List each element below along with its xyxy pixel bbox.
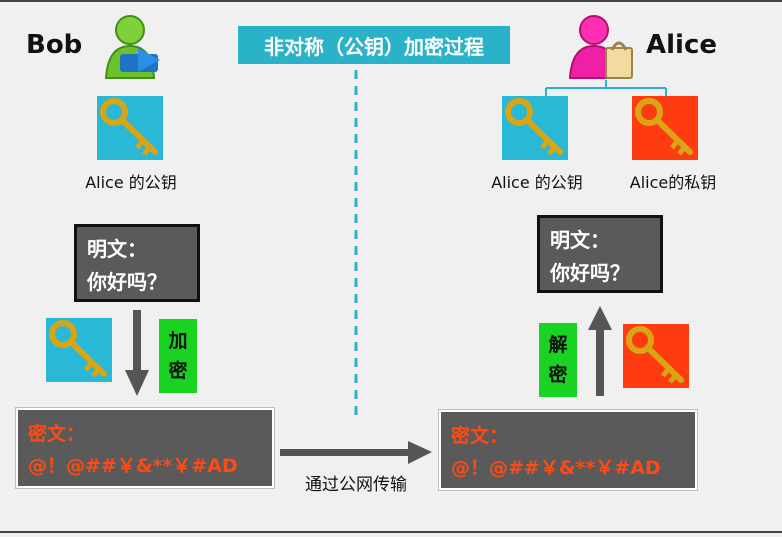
alice-public-key-card	[502, 96, 568, 160]
alice-private-key-caption: Alice的私钥	[629, 173, 717, 192]
user-send-icon	[98, 10, 170, 82]
bob-encrypt-key-card	[46, 318, 112, 382]
golden-key-icon	[626, 326, 684, 384]
decrypt-char-1: 解	[548, 334, 568, 356]
alice-plaintext-box: 明文： 你好吗？	[537, 215, 663, 293]
golden-key-icon	[635, 98, 693, 156]
encrypt-char-1: 加	[168, 330, 188, 352]
alice-ciphertext-value: @！@##￥&**￥#AD	[451, 457, 661, 479]
bob-plaintext-label: 明文：	[87, 237, 147, 261]
golden-key-icon	[49, 320, 107, 378]
decrypt-char-2: 密	[548, 364, 568, 386]
bob-name: Bob	[26, 30, 83, 60]
bob-ciphertext-value: @！@##￥&**￥#AD	[28, 455, 238, 477]
encrypt-char-2: 密	[168, 360, 188, 382]
encrypt-arrow	[125, 310, 149, 396]
transfer-arrow	[280, 441, 432, 464]
alice-plaintext-label: 明文：	[550, 228, 610, 252]
bob-ciphertext-box: 密文： @！@##￥&**￥#AD	[16, 408, 274, 488]
transfer-label: 通过公网传输	[305, 475, 407, 495]
alice-plaintext-value: 你好吗？	[550, 261, 630, 285]
bob-plaintext-box: 明文： 你好吗？	[74, 224, 200, 302]
encrypt-step-label: 加 密	[159, 319, 197, 393]
alice-private-key-card	[632, 96, 698, 160]
bob-public-key-card	[97, 96, 163, 160]
golden-key-icon	[505, 98, 563, 156]
page-title: 非对称（公钥）加密过程	[238, 26, 510, 64]
alice-key-bracket	[545, 80, 667, 97]
bob-ciphertext-label: 密文：	[28, 423, 86, 445]
decrypt-arrow	[588, 306, 612, 396]
golden-key-icon	[100, 98, 158, 156]
bob-plaintext-value: 你好吗？	[87, 270, 167, 294]
user-shopping-icon	[566, 10, 640, 82]
alice-ciphertext-box: 密文： @！@##￥&**￥#AD	[439, 410, 697, 490]
alice-public-key-caption: Alice 的公钥	[491, 173, 583, 192]
alice-decrypt-key-card	[623, 324, 689, 388]
bottom-border	[0, 531, 782, 533]
alice-name: Alice	[646, 30, 717, 60]
top-border	[0, 0, 782, 2]
alice-ciphertext-label: 密文：	[451, 425, 509, 447]
bob-key-caption: Alice 的公钥	[85, 173, 177, 192]
decrypt-step-label: 解 密	[539, 323, 577, 397]
